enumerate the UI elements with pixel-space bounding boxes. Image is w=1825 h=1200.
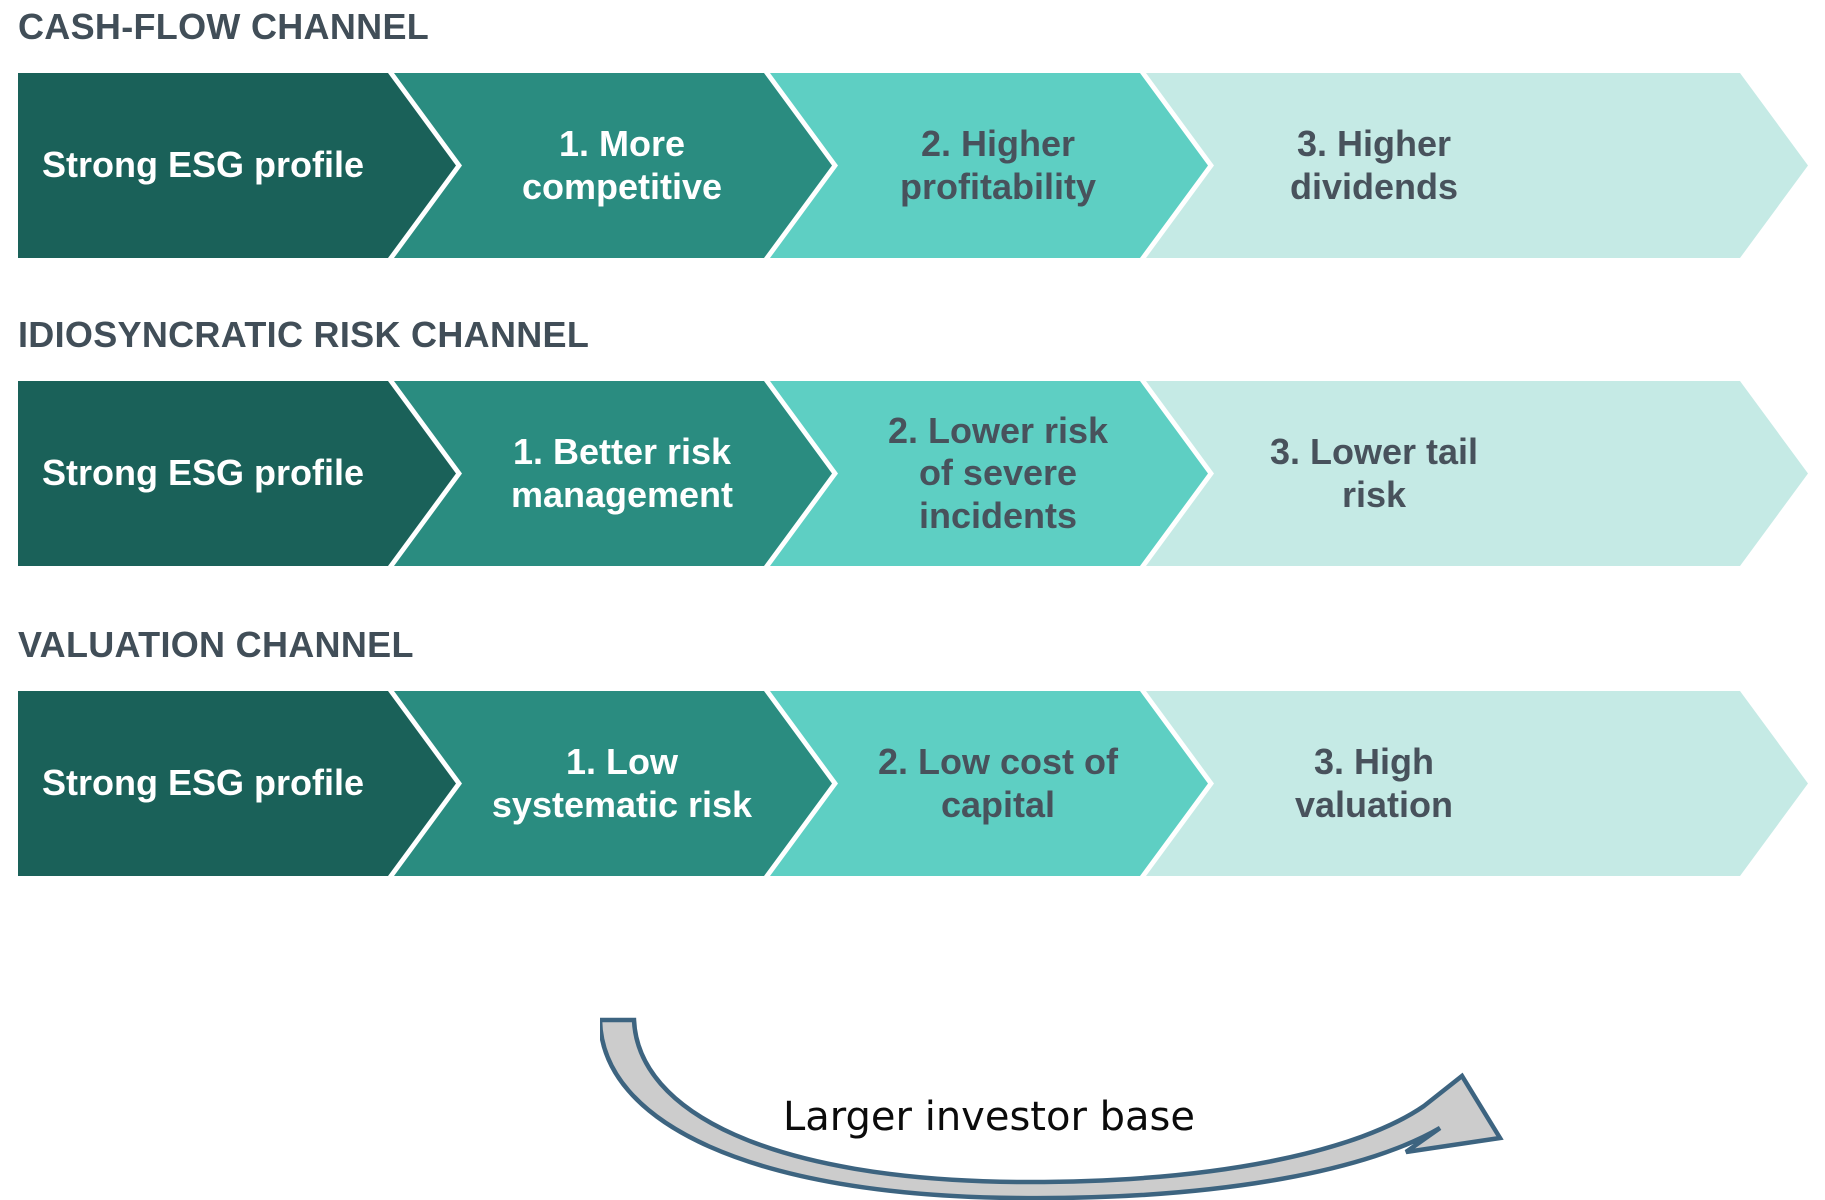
channel-section-cash-flow: CASH-FLOW CHANNEL Strong ESG profile 1. … — [0, 0, 1825, 270]
chevron-segment-1[interactable] — [18, 691, 456, 876]
chevron-segment-2[interactable] — [394, 691, 832, 876]
larger-investor-base-callout — [600, 1000, 1560, 1200]
channel-section-valuation: VALUATION CHANNEL Strong ESG profile 1. … — [0, 618, 1825, 888]
callout-label: Larger investor base — [783, 1094, 1195, 1140]
chevron-segment-4[interactable] — [1146, 381, 1808, 566]
channel-section-idiosyncratic-risk: IDIOSYNCRATIC RISK CHANNEL Strong ESG pr… — [0, 308, 1825, 578]
chevron-segment-4[interactable] — [1146, 73, 1808, 258]
chevron-segment-1[interactable] — [18, 381, 456, 566]
chevron-band-svg — [18, 381, 1808, 566]
chevron-band: Strong ESG profile 1. Low systematic ris… — [18, 691, 1808, 876]
chevron-band: Strong ESG profile 1. Better risk manage… — [18, 381, 1808, 566]
curved-arrow-svg — [600, 1017, 1504, 1200]
chevron-band: Strong ESG profile 1. More competitive 2… — [18, 73, 1808, 258]
channel-title: IDIOSYNCRATIC RISK CHANNEL — [18, 314, 590, 355]
channel-title: CASH-FLOW CHANNEL — [18, 6, 430, 47]
chevron-segment-2[interactable] — [394, 73, 832, 258]
chevron-segment-2[interactable] — [394, 381, 832, 566]
curved-arrow-shape — [600, 1017, 1504, 1200]
chevron-segment-3[interactable] — [770, 381, 1208, 566]
chevron-segment-3[interactable] — [770, 691, 1208, 876]
chevron-band-svg — [18, 73, 1808, 258]
chevron-band-svg — [18, 691, 1808, 876]
chevron-segment-4[interactable] — [1146, 691, 1808, 876]
channel-title: VALUATION CHANNEL — [18, 624, 414, 665]
chevron-segment-3[interactable] — [770, 73, 1208, 258]
chevron-segment-1[interactable] — [18, 73, 456, 258]
